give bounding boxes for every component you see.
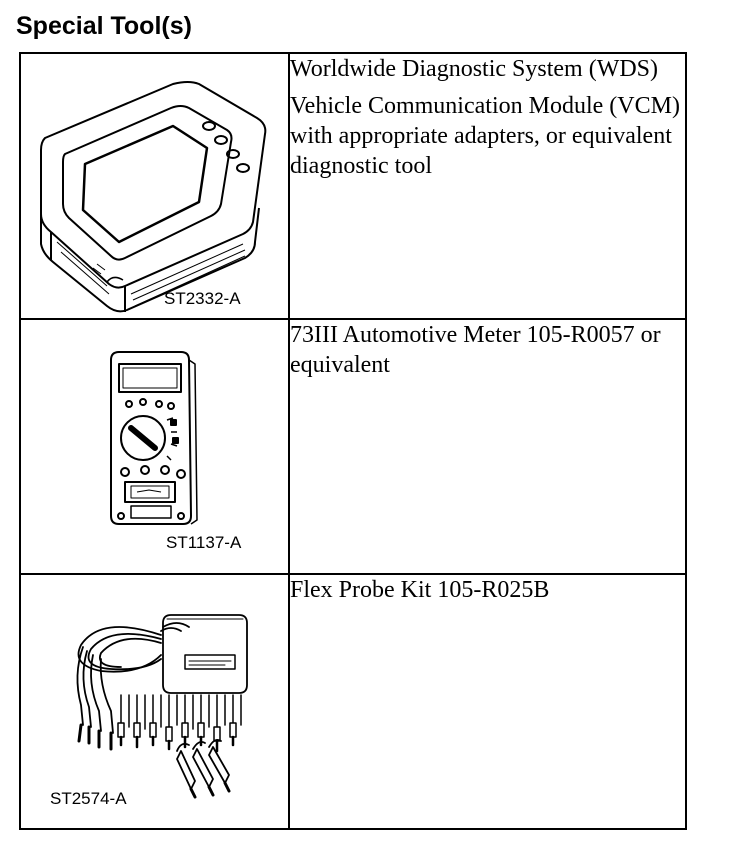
tool-name: Worldwide Diagnostic System (WDS) xyxy=(290,56,659,82)
tool-description-cell: Worldwide Diagnostic System (WDS) Vehicl… xyxy=(288,52,687,320)
tool-row-wds: ST2332-A Worldwide Diagnostic System (WD… xyxy=(19,52,687,320)
tool-image-cell: ST2332-A xyxy=(19,52,290,320)
tool-row-meter: ST1137-A 73III Automotive Meter 105-R005… xyxy=(19,318,687,575)
tool-caption: ST2332-A xyxy=(164,289,241,308)
tool-name: 73III Automotive Meter 105-R0057 or equi… xyxy=(290,322,661,378)
tool-name: Flex Probe Kit 105-R025B xyxy=(290,577,550,603)
special-tools-table: ST2332-A Worldwide Diagnostic System (WD… xyxy=(19,52,687,830)
diagnostic-tablet-icon xyxy=(40,81,267,313)
tool-caption: ST1137-A xyxy=(166,533,242,552)
tool-image-cell: ST2574-A xyxy=(19,573,290,830)
probe-kit-icon xyxy=(76,614,248,799)
tool-description-cell: Flex Probe Kit 105-R025B xyxy=(288,573,687,830)
multimeter-icon xyxy=(110,351,198,525)
tool-image-cell: ST1137-A xyxy=(19,318,290,575)
tool-caption: ST2574-A xyxy=(50,789,127,808)
tool-description-cell: 73III Automotive Meter 105-R0057 or equi… xyxy=(288,318,687,575)
page-title: Special Tool(s) xyxy=(16,12,192,40)
tool-name: Vehicle Communication Module (VCM) with … xyxy=(290,93,680,179)
tool-row-probe-kit: ST2574-A Flex Probe Kit 105-R025B xyxy=(19,573,687,830)
